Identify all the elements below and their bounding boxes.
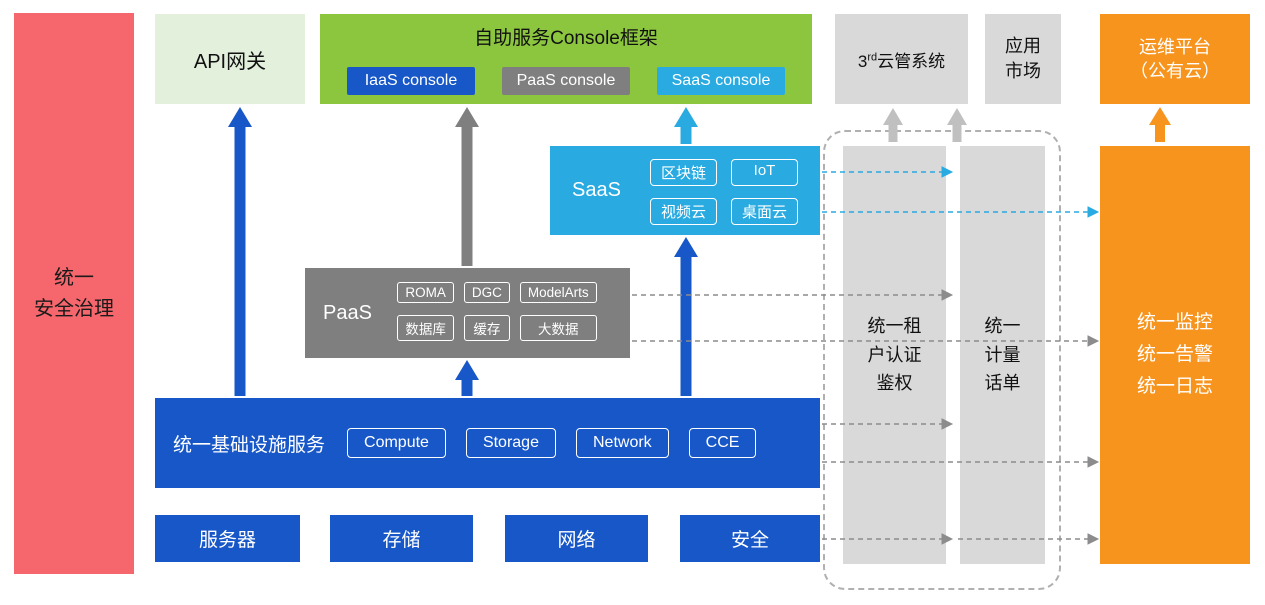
arrow-infra-to-saas xyxy=(674,237,698,396)
iaas-console-pill: IaaS console xyxy=(347,67,475,95)
saas-layer-label: SaaS xyxy=(572,179,621,201)
infra-item-compute: Compute xyxy=(347,428,446,458)
infra-layer-label: 统一基础设施服务 xyxy=(173,434,326,456)
api-gateway-label: API网关 xyxy=(193,50,267,73)
console-row: IaaS console PaaS console SaaS console xyxy=(320,67,812,95)
infra-item-network: Network xyxy=(575,428,669,458)
ops-platform-box: 运维平台 （公有云） xyxy=(1100,14,1250,104)
hardware-server-box: 服务器 xyxy=(155,515,300,562)
security-governance-bar: 统一 安全治理 xyxy=(14,13,134,574)
paas-layer-label: PaaS xyxy=(323,301,372,324)
paas-layer-box: PaaS ROMA DGC ModelArts 数据库 缓存 大数据 xyxy=(305,268,630,358)
paas-items: ROMA DGC ModelArts 数据库 缓存 大数据 xyxy=(371,282,623,341)
third-party-cloud-box: 3rd云管系统 xyxy=(835,14,968,104)
saas-item-iot: IoT xyxy=(731,159,799,186)
paas-item-bigdata: 大数据 xyxy=(519,315,597,341)
monitoring-bar: 统一监控 统一告警 统一日志 xyxy=(1100,146,1250,564)
console-framework-box: 自助服务Console框架 IaaS console PaaS console … xyxy=(320,14,812,104)
infra-item-storage: Storage xyxy=(465,428,556,458)
saas-item-blockchain: 区块链 xyxy=(649,159,717,186)
tenant-auth-bar: 统一租 户认证 鉴权 xyxy=(843,146,946,564)
metering-bar: 统一 计量 话单 xyxy=(960,146,1045,564)
security-governance-label: 统一 安全治理 xyxy=(34,266,114,320)
infra-item-cce: CCE xyxy=(688,428,757,458)
saas-console-pill: SaaS console xyxy=(657,67,785,95)
paas-item-roma: ROMA xyxy=(397,282,454,303)
arrow-monitor-to-ops-platform xyxy=(1149,107,1171,142)
hardware-storage-box: 存储 xyxy=(330,515,473,562)
saas-item-desktop-cloud: 桌面云 xyxy=(731,198,799,225)
saas-item-video-cloud: 视频云 xyxy=(649,198,717,225)
arrow-saas-to-console xyxy=(674,107,698,144)
hardware-security-box: 安全 xyxy=(680,515,820,562)
infra-layer-box: 统一基础设施服务 Compute Storage Network CCE xyxy=(155,398,820,488)
ops-platform-label: 运维平台 （公有云） xyxy=(1130,36,1220,81)
arrow-infra-to-api-gateway xyxy=(228,107,252,396)
tenant-auth-label: 统一租 户认证 鉴权 xyxy=(867,315,922,394)
console-framework-title: 自助服务Console框架 xyxy=(474,28,658,49)
hardware-network-box: 网络 xyxy=(505,515,648,562)
paas-item-modelarts: ModelArts xyxy=(519,282,597,303)
tenant-services-dashed-container xyxy=(823,130,1061,590)
api-gateway-box: API网关 xyxy=(155,14,305,104)
paas-console-pill: PaaS console xyxy=(502,67,630,95)
paas-item-database: 数据库 xyxy=(397,315,454,341)
app-market-box: 应用 市场 xyxy=(985,14,1061,104)
paas-item-dgc: DGC xyxy=(463,282,510,303)
metering-label: 统一 计量 话单 xyxy=(984,315,1021,394)
app-market-label: 应用 市场 xyxy=(1005,35,1041,81)
monitoring-label: 统一监控 统一告警 统一日志 xyxy=(1136,311,1213,398)
infra-items: Compute Storage Network CCE xyxy=(347,428,757,458)
arrow-infra-to-paas xyxy=(455,360,479,396)
third-party-cloud-label: 3rd云管系统 xyxy=(857,50,946,71)
paas-item-cache: 缓存 xyxy=(463,315,510,341)
arrow-paas-to-console xyxy=(455,107,479,266)
saas-items: 区块链 IoT 视频云 桌面云 xyxy=(638,159,810,225)
saas-layer-box: SaaS 区块链 IoT 视频云 桌面云 xyxy=(550,146,820,235)
